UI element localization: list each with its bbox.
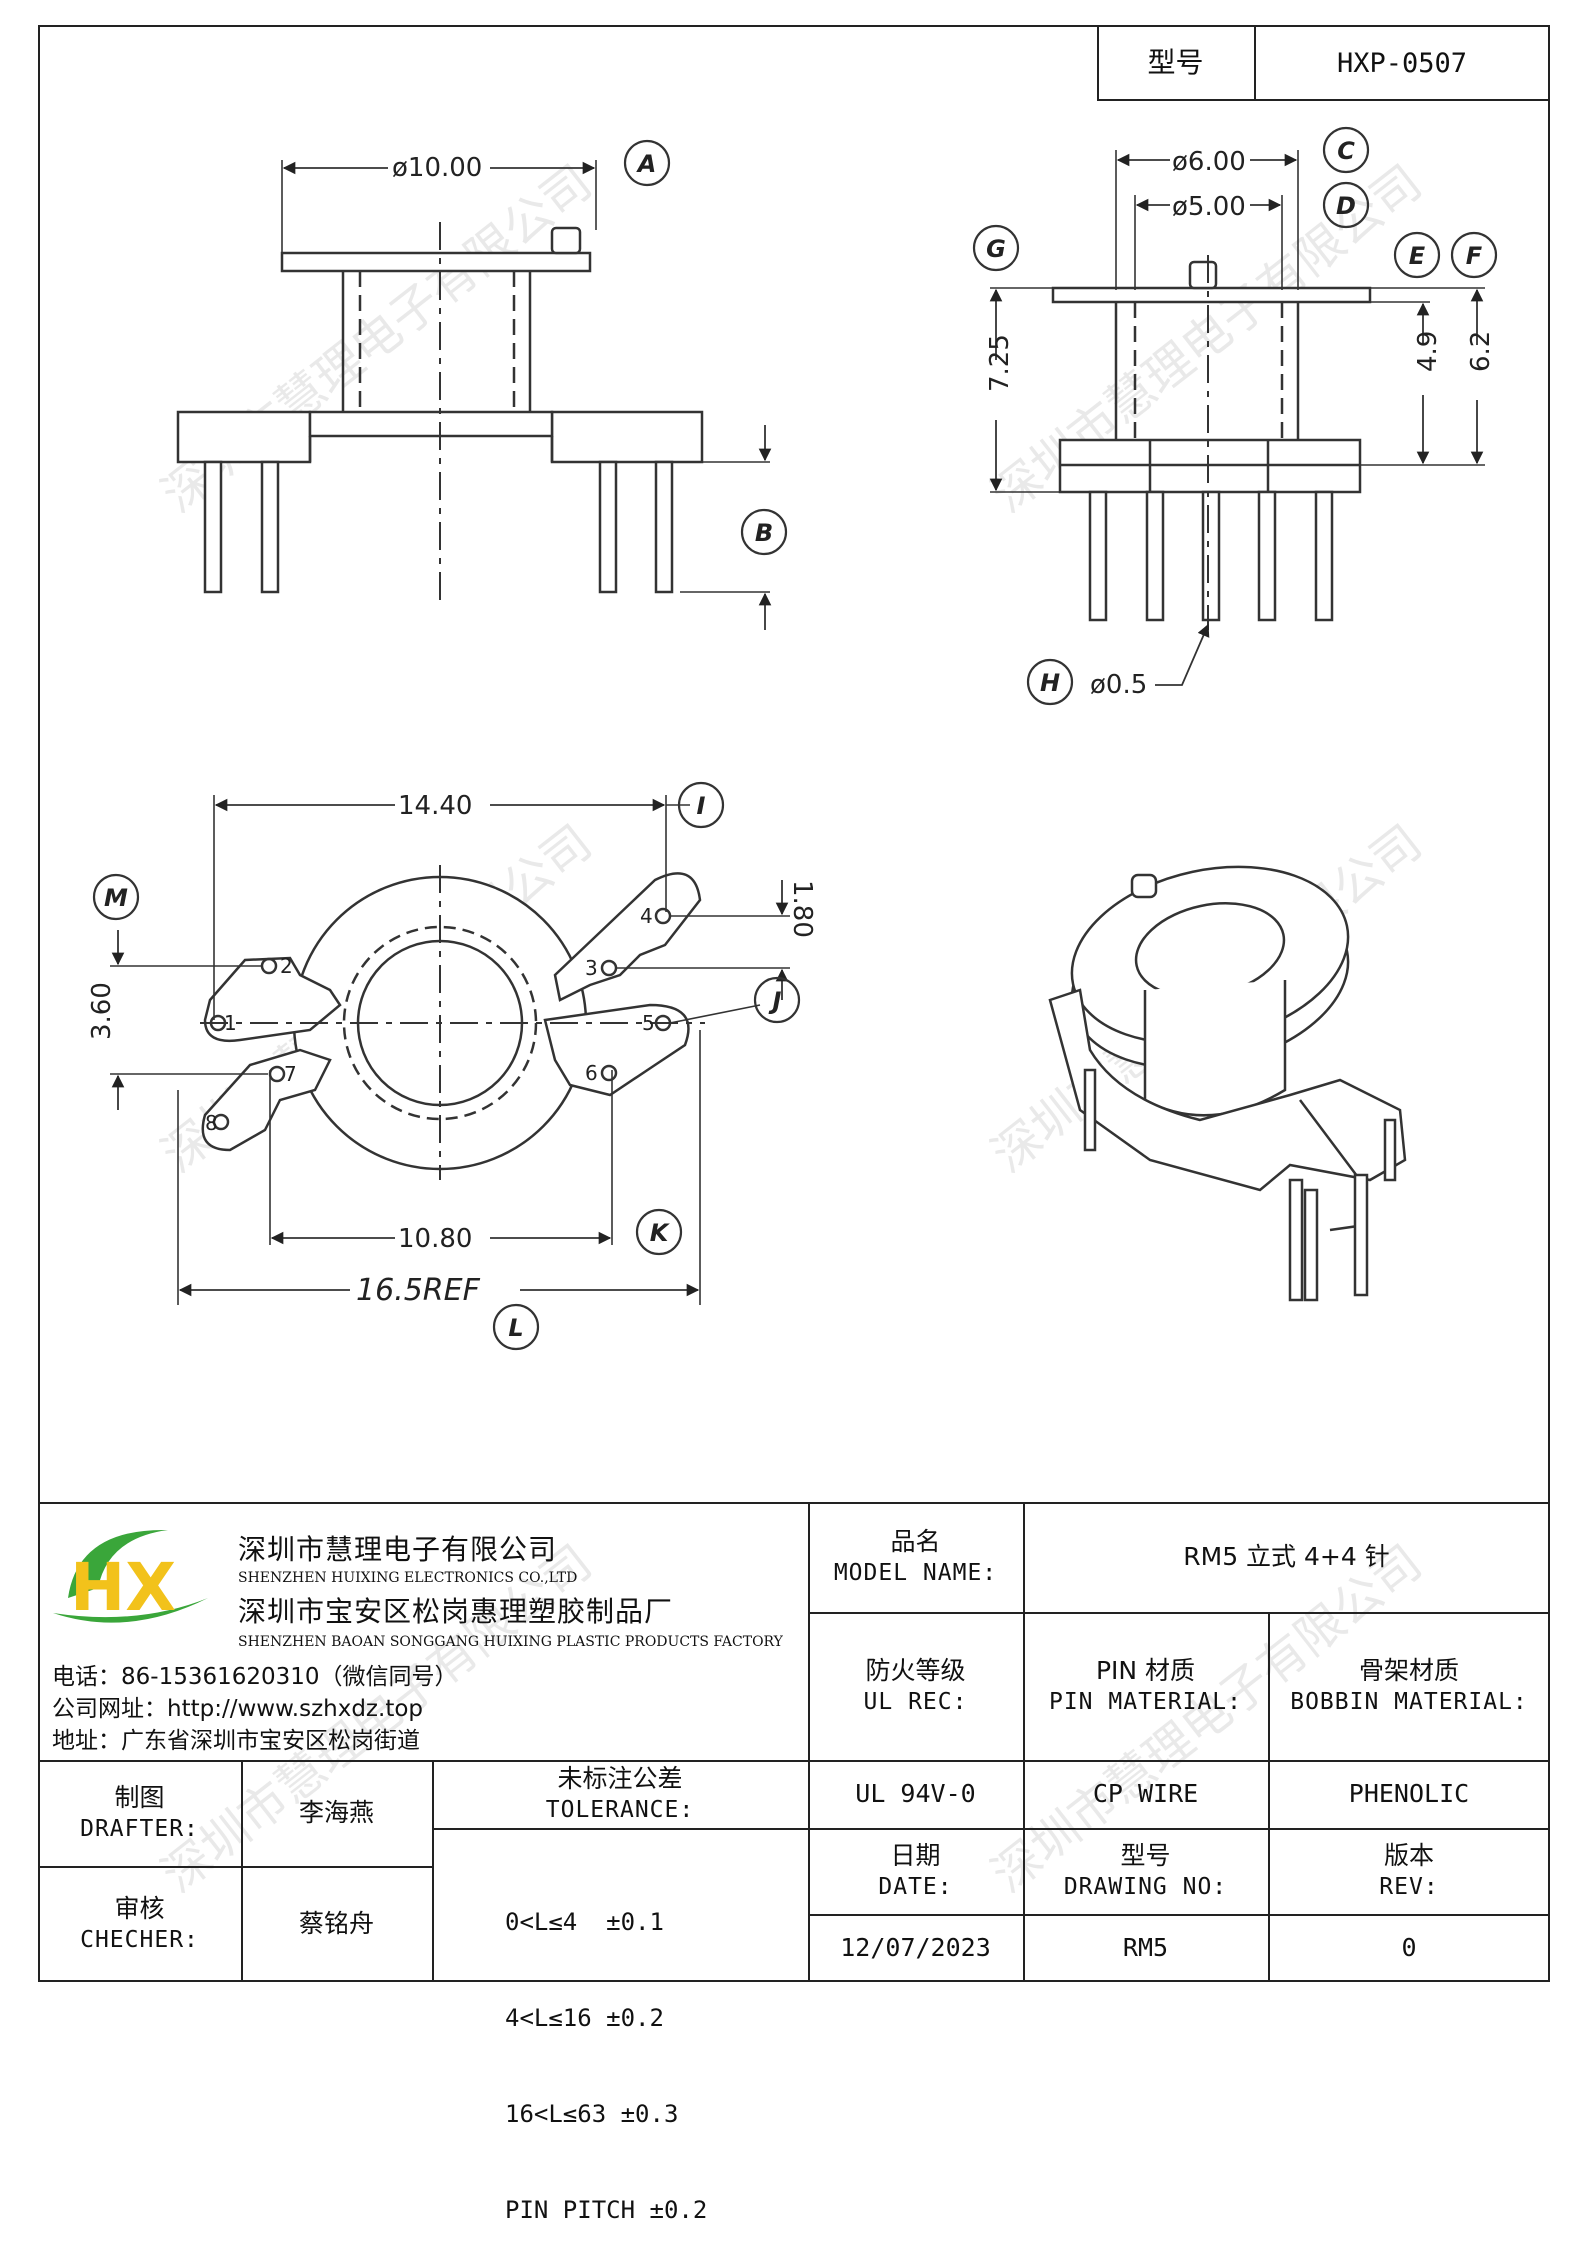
company-address: 地址：广东省深圳市宝安区松岗街道 [52,1728,420,1754]
dim-height-mid: 4.9 [1413,331,1443,372]
callout-label-l-k: K [650,1219,671,1247]
company-logo: HX [53,1529,208,1626]
date-label: 日期 DATE: [878,1841,953,1900]
bobbin-material-value: PHENOLIC [1348,1779,1470,1808]
factory-name-en: SHENZHEN BAOAN SONGGANG HUIXING PLASTIC … [238,1634,783,1650]
callout-label-l-g: G [986,235,1006,263]
checker-label: 审核 CHECHER: [80,1894,199,1953]
side-view-left [176,160,772,630]
callout-label-l-f: F [1466,242,1483,270]
callout-label-l-j: J [769,987,782,1015]
dim-height-total: 7.25 [985,334,1015,392]
pin-material-label: PIN 材质 PIN MATERIAL: [1048,1656,1242,1715]
callout-label-p-1: 1 [224,1011,237,1035]
logo-text: HX [70,1549,176,1626]
drafter-value: 李海燕 [298,1798,374,1827]
dim-d-text: ø5.00 [1172,192,1246,222]
dim-height-flange: 6.2 [1466,331,1496,372]
technical-drawing: ø10.00 ø6.00 ø5.00 ø0.5 7.25 4.9 6.2 14.… [87,126,1498,1351]
rev-label: 版本 REV: [1379,1841,1439,1900]
company-name-cn: 深圳市慧理电子有限公司 [238,1533,558,1566]
isometric-view [1048,865,1407,1302]
dim-width-text: 14.40 [398,791,472,821]
tolerance-row: 16<L≤63 ±0.3 [505,2100,679,2128]
factory-name-cn: 深圳市宝安区松岗惠理塑胶制品厂 [238,1595,674,1628]
callout-label-p-3: 3 [585,956,598,980]
side-view-right [989,150,1485,686]
callout-label-p-6: 6 [585,1061,598,1085]
pin-numbers: 1 2 3 4 5 6 7 8 [205,904,655,1135]
drafter-label: 制图 DRAFTER: [80,1783,199,1842]
callout-label-l-i: I [697,792,706,820]
header-model-value: HXP-0507 [1336,47,1468,79]
checker-value: 蔡铭舟 [298,1909,374,1938]
header-model-label: 型号 [1147,46,1204,79]
company-name-en: SHENZHEN HUIXING ELECTRONICS CO.,LTD [238,1570,578,1586]
tolerance-label: 未标注公差 TOLERANCE: [545,1764,695,1823]
callout-label-l-l: L [508,1314,523,1342]
callout-circles [92,126,1498,1351]
callout-label-p-8: 8 [205,1111,218,1135]
dim-c-text: ø6.00 [1172,147,1246,177]
ul-value: UL 94V-0 [855,1779,976,1808]
ul-label: 防火等级 UL REC: [863,1656,968,1715]
callout-label-l-b: B [755,519,773,547]
callout-label-l-a: A [636,150,657,178]
bobbin-material-label: 骨架材质 BOBBIN MATERIAL: [1290,1656,1528,1715]
company-website: 公司网址：http://www.szhxdz.top [52,1696,424,1722]
dim-pitch-text: 10.80 [398,1224,472,1254]
drawing-no-label: 型号 DRAWING NO: [1063,1841,1228,1900]
callout-label-p-5: 5 [642,1011,655,1035]
tolerance-row: PIN PITCH ±0.2 [505,2196,708,2224]
callout-label-l-m: M [104,884,128,912]
dim-diameter-left: ø10.00 [392,153,482,183]
callout-label-p-7: 7 [284,1062,297,1086]
bottom-view [110,795,790,1305]
drawing-frame [38,25,1550,1982]
pin-material-value: CP WIRE [1092,1779,1199,1808]
dimension-texts: ø10.00 ø6.00 ø5.00 ø0.5 7.25 4.9 6.2 14.… [87,147,1496,1308]
company-phone: 电话：86-15361620310（微信同号） [52,1664,458,1690]
dim-ref-text: 16.5REF [356,1273,481,1308]
dim-v1-text: 1.80 [787,880,817,938]
dim-h-text: ø0.5 [1090,670,1147,700]
tolerance-table: 0<L≤4 ±0.1 4<L≤16 ±0.2 16<L≤63 ±0.3 PIN … [505,1842,707,2258]
drawing-no-value: RM5 [1122,1933,1169,1962]
rev-value: 0 [1401,1933,1417,1962]
callout-label-l-e: E [1409,242,1426,270]
tolerance-row: 0<L≤4 ±0.1 [505,1908,664,1936]
callout-label-p-4: 4 [640,904,653,928]
callout-letters: A B C D G E F H I M J K L [104,137,1483,1342]
tolerance-row: 4<L≤16 ±0.2 [505,2004,664,2032]
callout-label-l-d: D [1336,192,1356,220]
model-name-label: 品名 MODEL NAME: [833,1527,998,1586]
callout-label-l-c: C [1337,137,1355,165]
header-model-box [1097,25,1550,101]
date-value: 12/07/2023 [840,1933,991,1962]
model-name-value: RM5 立式 4+4 针 [1183,1542,1390,1571]
callout-label-l-h: H [1040,669,1060,697]
dim-v2-text: 3.60 [87,982,117,1040]
callout-label-p-2: 2 [280,954,293,978]
